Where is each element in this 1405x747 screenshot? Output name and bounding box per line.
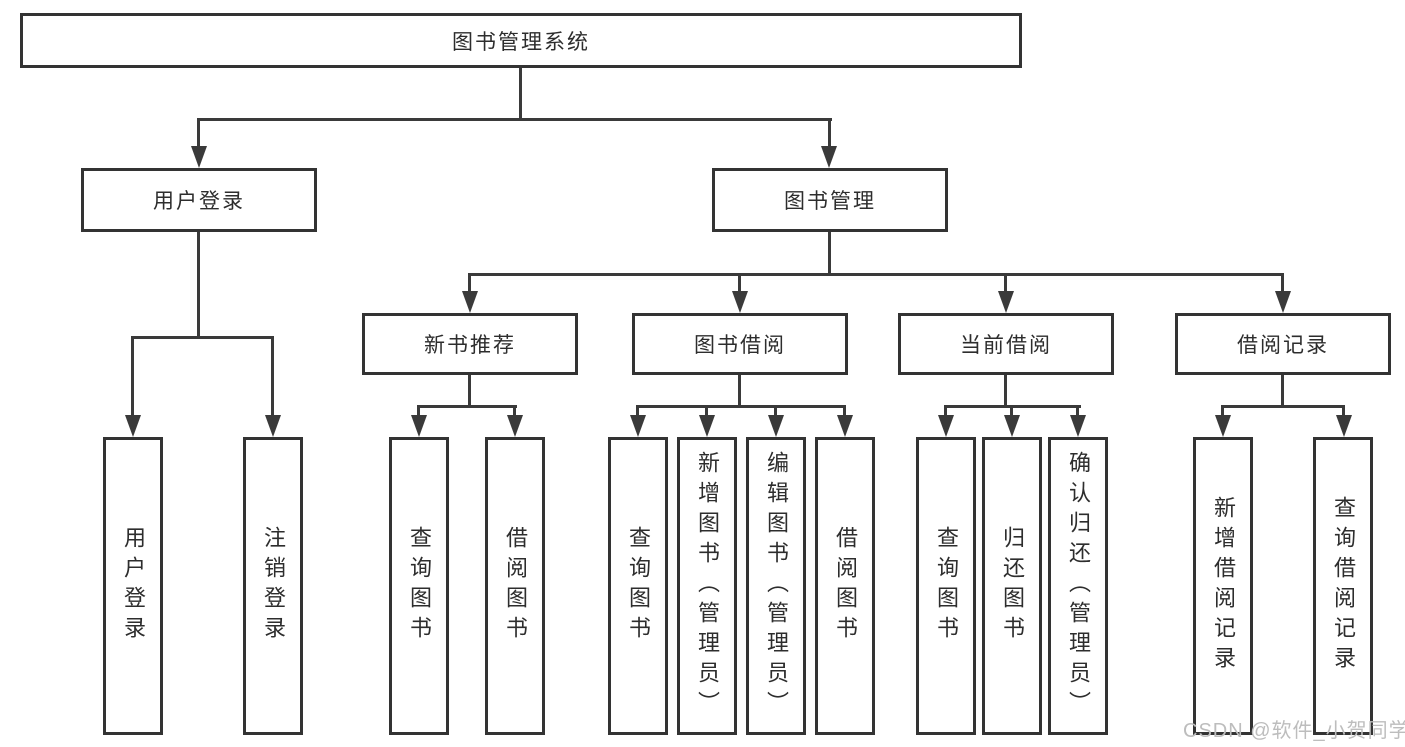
connector-drop [271,336,274,418]
leaf-query-book-2: 查询图书 [608,437,668,735]
connector-drop [774,405,777,419]
connector-drop [636,405,639,419]
connector-root-trunk [519,68,522,118]
leaf-label: 新增图书（管理员） [695,451,720,721]
arrowhead-icon [1275,291,1291,313]
arrowhead-icon [1336,415,1352,437]
leaf-label: 查询图书 [407,526,432,646]
connector-section-trunk [1281,375,1284,408]
connector-drop [738,273,741,295]
arrowhead-icon [507,415,523,437]
leaf-borrow-book-1: 借阅图书 [485,437,545,735]
arrowhead-icon [699,415,715,437]
connector-drop [1010,405,1013,419]
leaf-confirm-return-admin: 确认归还（管理员） [1048,437,1108,735]
connector-drop [944,405,947,419]
connector-section-split [417,405,517,408]
connector-drop [1004,273,1007,295]
node-root-label: 图书管理系统 [452,30,590,54]
node-book-mgmt-branch-label: 图书管理 [784,190,876,213]
node-book-borrow: 图书借阅 [632,313,848,375]
connector-drop [843,405,846,419]
connector-drop [1342,405,1345,419]
connector-drop [1221,405,1224,419]
connector-drop [1076,405,1079,419]
connector-section-trunk [738,375,741,408]
node-book-mgmt-branch: 图书管理 [712,168,948,232]
leaf-query-book-1: 查询图书 [389,437,449,735]
connector-drop [131,336,134,418]
connector-drop [468,273,471,295]
leaf-label: 查询图书 [934,526,959,646]
node-user-login-branch: 用户登录 [81,168,317,232]
section-label: 图书借阅 [694,334,786,357]
leaf-label: 借阅图书 [503,526,528,646]
leaf-query-book-3: 查询图书 [916,437,976,735]
csdn-watermark: CSDN @软件_小贺同学 [1183,720,1405,742]
arrowhead-icon [1215,415,1231,437]
node-borrow-record: 借阅记录 [1175,313,1391,375]
arrowhead-icon [998,291,1014,313]
section-label: 新书推荐 [424,334,516,357]
arrowhead-icon [768,415,784,437]
arrowhead-icon [837,415,853,437]
leaf-label: 查询借阅记录 [1331,496,1356,676]
leaf-label: 归还图书 [1000,526,1025,646]
arrowhead-icon [630,415,646,437]
leaf-label: 注销登录 [261,526,286,646]
connector-section-trunk [1004,375,1007,408]
connector-drop [513,405,516,419]
arrowhead-icon [732,291,748,313]
leaf-label: 用户登录 [121,526,146,646]
leaf-label: 查询图书 [626,526,651,646]
arrowhead-icon [1070,415,1086,437]
leaf-label: 确认归还（管理员） [1066,451,1091,721]
leaf-add-borrow-record: 新增借阅记录 [1193,437,1253,735]
arrowhead-icon [1004,415,1020,437]
connector-section-split [636,405,846,408]
section-label: 当前借阅 [960,334,1052,357]
arrowhead-icon [938,415,954,437]
leaf-label: 新增借阅记录 [1211,496,1236,676]
arrowhead-icon [191,146,207,168]
leaf-query-borrow-record: 查询借阅记录 [1313,437,1373,735]
leaf-label: 编辑图书（管理员） [764,451,789,721]
node-current-borrow: 当前借阅 [898,313,1114,375]
leaf-logout: 注销登录 [243,437,303,735]
arrowhead-icon [125,415,141,437]
connector-drop [828,118,831,150]
leaf-label: 借阅图书 [833,526,858,646]
arrowhead-icon [821,146,837,168]
arrowhead-icon [265,415,281,437]
connector-bookmgmt-split [468,273,1284,276]
connector-bookmgmt-trunk [828,232,831,273]
leaf-user-login: 用户登录 [103,437,163,735]
connector-drop [417,405,420,419]
node-user-login-branch-label: 用户登录 [153,190,245,213]
connector-userlogin-split [131,336,274,339]
section-label: 借阅记录 [1237,334,1329,357]
connector-drop [1281,273,1284,295]
connector-drop [705,405,708,419]
connector-userlogin-trunk [197,232,200,336]
arrowhead-icon [462,291,478,313]
leaf-edit-book-admin: 编辑图书（管理员） [746,437,806,735]
connector-root-split [197,118,832,121]
connector-section-split [1221,405,1345,408]
arrowhead-icon [411,415,427,437]
connector-drop [197,118,200,150]
node-new-book-recommend: 新书推荐 [362,313,578,375]
leaf-add-book-admin: 新增图书（管理员） [677,437,737,735]
leaf-borrow-book-2: 借阅图书 [815,437,875,735]
connector-section-trunk [468,375,471,408]
leaf-return-book: 归还图书 [982,437,1042,735]
node-root: 图书管理系统 [20,13,1022,68]
